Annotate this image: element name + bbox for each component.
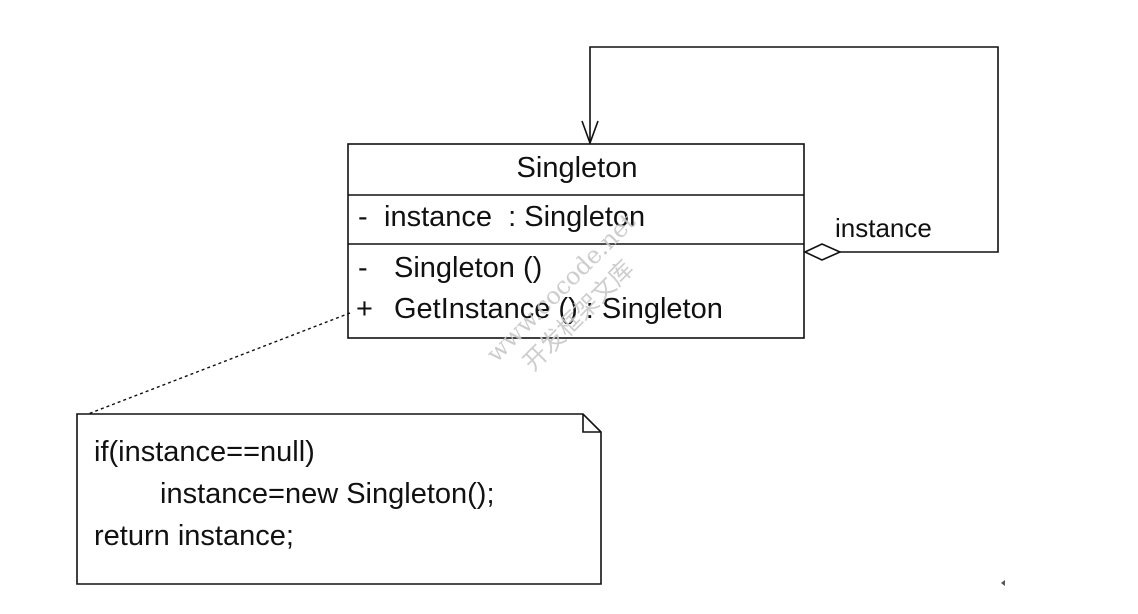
note-border bbox=[76, 413, 602, 585]
note-fold bbox=[582, 414, 601, 433]
note-anchor-line bbox=[87, 312, 351, 415]
association-label: instance bbox=[835, 213, 932, 243]
association-line bbox=[589, 46, 999, 253]
attribute-instance: instance : Singleton bbox=[384, 201, 645, 233]
note-line: return instance; bbox=[94, 520, 294, 552]
operation-visibility: - bbox=[358, 252, 368, 284]
self-association: instance bbox=[581, 46, 999, 261]
attribute-visibility: - bbox=[358, 201, 368, 233]
class-border bbox=[347, 143, 805, 339]
note-line: instance=new Singleton(); bbox=[160, 478, 495, 510]
operation-constructor: Singleton () bbox=[394, 252, 542, 284]
class-name: Singleton bbox=[517, 152, 638, 184]
association-arrowhead bbox=[581, 120, 599, 146]
code-note: if(instance==null) instance=new Singleto… bbox=[76, 413, 602, 585]
note-line: if(instance==null) bbox=[94, 436, 315, 468]
stray-mark bbox=[1001, 580, 1005, 586]
class-box-singleton: Singleton - instance : Singleton - Singl… bbox=[347, 143, 805, 339]
operation-get-instance: GetInstance () : Singleton bbox=[394, 293, 723, 325]
aggregation-diamond bbox=[803, 243, 842, 261]
operation-visibility: + bbox=[356, 293, 373, 325]
